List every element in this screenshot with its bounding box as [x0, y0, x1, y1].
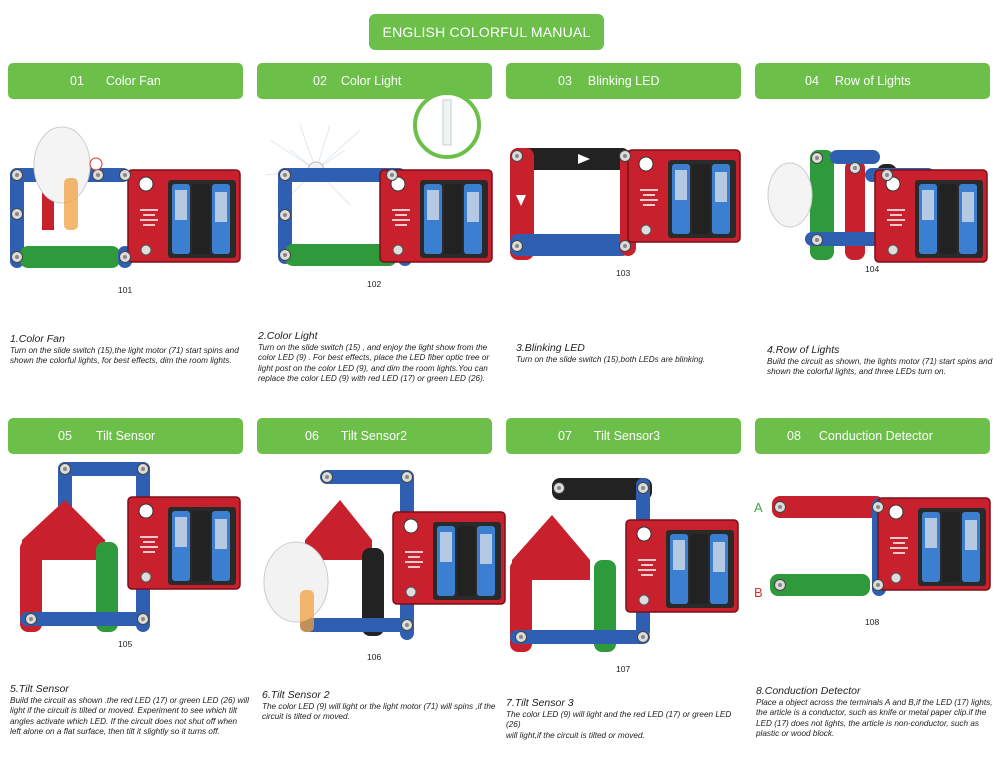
project-number: 07 — [558, 429, 572, 443]
project-number: 05 — [58, 429, 72, 443]
diagram-number: 106 — [367, 652, 382, 662]
terminal-a-label: A — [754, 500, 763, 515]
description-line: shown the colorful lights, for best effe… — [10, 356, 232, 365]
diagram-number: 107 — [616, 664, 631, 674]
description-line: replace the color LED (9) with red LED (… — [258, 374, 486, 383]
description-line: will light,if the circuit is tilted or m… — [506, 730, 645, 740]
project-number: 03 — [558, 74, 572, 88]
description-title: 3.Blinking LED — [516, 342, 585, 354]
description-line: Build the circuit as shown, the lights m… — [767, 356, 993, 366]
description-title: 5.Tilt Sensor — [10, 683, 69, 695]
description-title: 4.Row of Lights — [767, 344, 840, 356]
description-title: 1.Color Fan — [10, 333, 65, 345]
diagram-number: 104 — [865, 264, 880, 274]
description-line: light if the circuit is tilted or moved.… — [10, 706, 238, 715]
project-number: 04 — [805, 74, 819, 88]
circuit-103 — [510, 148, 741, 260]
project-number: 01 — [70, 74, 84, 88]
circuit-102 — [264, 91, 493, 266]
description-title: 7.Tilt Sensor 3 — [506, 697, 574, 709]
project-description-6: 6.Tilt Sensor 2 The color LED (9) will l… — [262, 690, 497, 723]
project-header-07: 07 Tilt Sensor3 — [506, 418, 741, 454]
description-line: Turn on the slide switch (15) , and enjo… — [258, 342, 488, 352]
project-description-3: 3.Blinking LED Turn on the slide switch … — [516, 343, 751, 365]
project-header-05: 05 Tilt Sensor — [8, 418, 243, 454]
project-description-8: 8.Conduction Detector Place a object acr… — [756, 686, 996, 740]
project-name: Tilt Sensor — [95, 429, 156, 443]
project-number: 08 — [787, 429, 801, 443]
diagram-number: 108 — [865, 617, 880, 627]
description-line: light post on the color LED (9), and dim… — [258, 363, 488, 373]
project-name: Blinking LED — [587, 74, 660, 88]
project-description-7: 7.Tilt Sensor 3 The color LED (9) will l… — [506, 698, 746, 741]
circuit-108 — [770, 496, 991, 596]
project-number: 02 — [313, 74, 327, 88]
project-description-2: 2.Color Light Turn on the slide switch (… — [258, 331, 498, 385]
description-line: left alone on a flat surface, then tilt … — [10, 727, 220, 736]
description-line: plastic or wood block. — [756, 729, 835, 738]
description-title: 8.Conduction Detector — [756, 685, 861, 697]
description-line: circuit is tilted or moved. — [262, 712, 350, 721]
project-header-01: 01 Color Fan — [8, 63, 243, 99]
circuit-104 — [767, 150, 988, 263]
project-header-04: 04 Row of Lights — [755, 63, 990, 99]
description-title: 6.Tilt Sensor 2 — [262, 689, 330, 701]
project-header-08: 08 Conduction Detector — [755, 418, 990, 454]
circuit-105 — [20, 462, 241, 632]
description-line: Place a object across the terminals A an… — [756, 697, 993, 707]
description-line: the article is a conductor, such as knif… — [756, 708, 987, 717]
description-title: 2.Color Light — [258, 330, 318, 342]
diagram-number: 103 — [616, 268, 631, 278]
description-line: Turn on the slide switch (15),the light … — [10, 345, 239, 355]
circuit-106 — [263, 470, 506, 640]
description-line: LED (17) does not lights, the article is… — [756, 718, 980, 728]
description-line: Build the circuit as shown .the red LED … — [10, 695, 249, 705]
project-name: Color Fan — [105, 74, 161, 88]
project-name: Tilt Sensor2 — [340, 429, 408, 443]
project-description-5: 5.Tilt Sensor Build the circuit as shown… — [10, 684, 250, 738]
terminal-b-label: B — [754, 585, 763, 600]
description-line: Turn on the slide switch (15),both LEDs … — [516, 354, 706, 364]
project-header-03: 03 Blinking LED — [506, 63, 741, 99]
circuit-107 — [510, 478, 739, 652]
project-name: Row of Lights — [834, 74, 911, 88]
project-name: Conduction Detector — [818, 429, 933, 443]
project-description-4: 4.Row of Lights Build the circuit as sho… — [767, 345, 997, 378]
project-header-06: 06 Tilt Sensor2 — [257, 418, 492, 454]
diagram-number: 102 — [367, 279, 382, 289]
circuit-101 — [10, 126, 241, 268]
description-line: color LED (9) . For best effects, place … — [258, 353, 490, 362]
project-name: Color Light — [340, 74, 402, 88]
manual-title: ENGLISH COLORFUL MANUAL — [369, 14, 604, 50]
diagram-number: 105 — [118, 639, 133, 649]
diagram-number: 101 — [118, 285, 133, 295]
description-line: The color LED (9) will light or the ligh… — [262, 701, 496, 711]
description-line: The color LED (9) will light and the red… — [506, 709, 732, 730]
project-description-1: 1.Color Fan Turn on the slide switch (15… — [10, 334, 245, 367]
description-line: angles activate which LED. If the circui… — [10, 716, 238, 726]
description-line: shown the colorful lights, and three LED… — [767, 367, 946, 376]
project-number: 06 — [305, 429, 319, 443]
project-name: Tilt Sensor3 — [593, 429, 661, 443]
